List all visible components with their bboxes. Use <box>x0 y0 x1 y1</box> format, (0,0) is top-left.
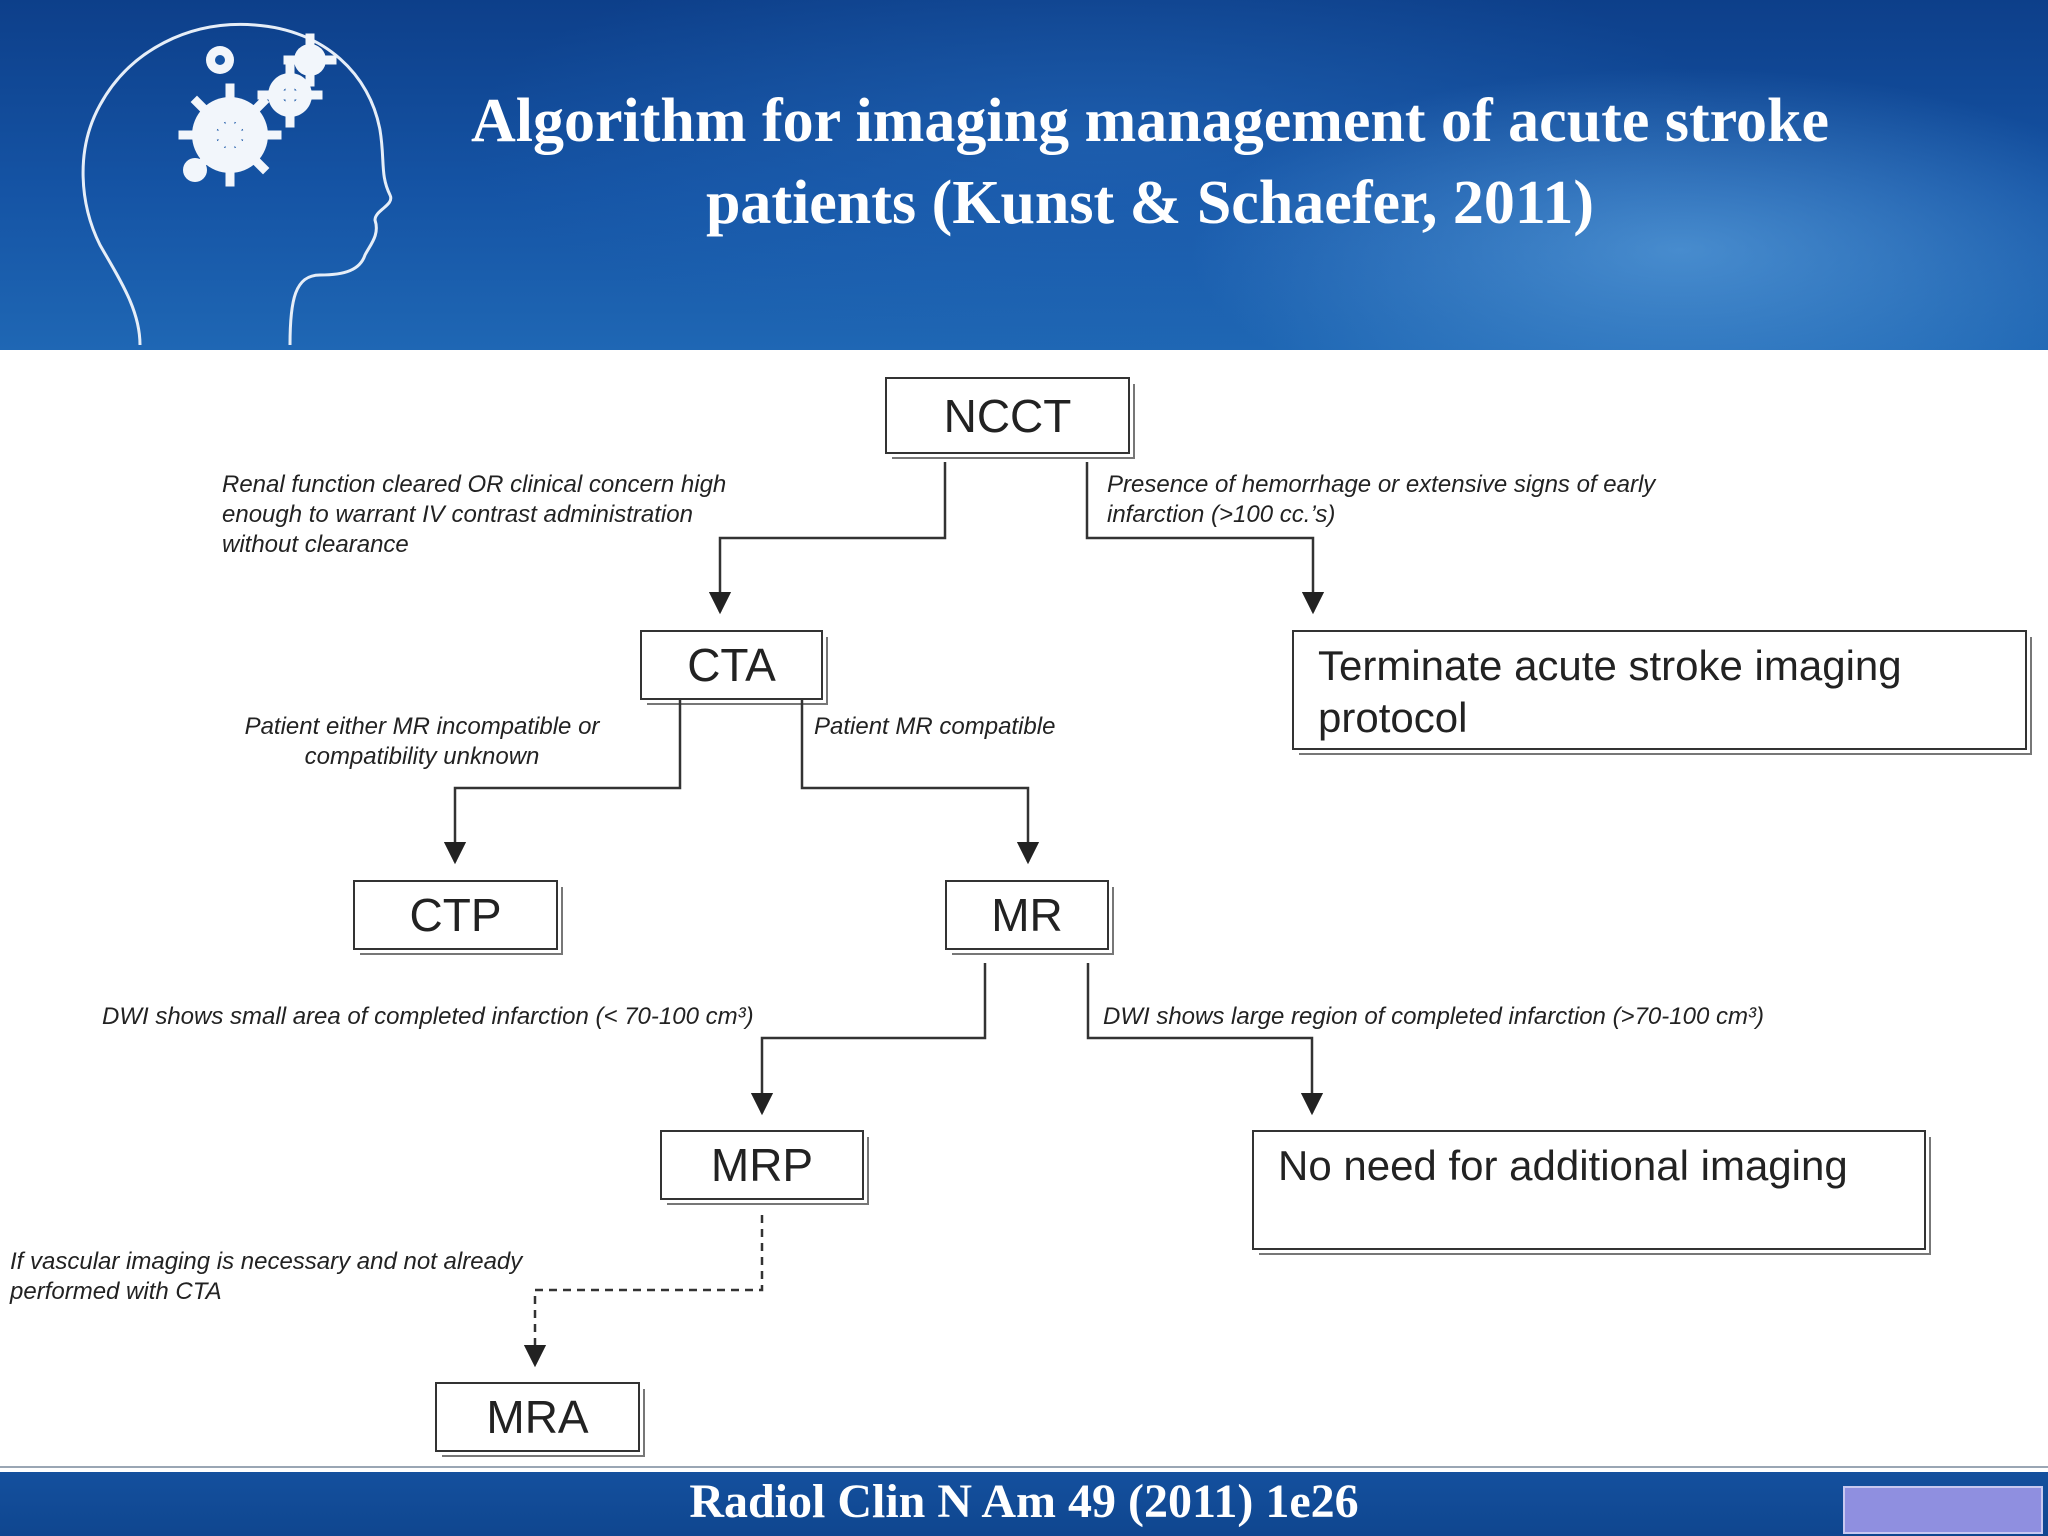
slide-title: Algorithm for imaging management of acut… <box>340 80 1960 244</box>
condition-line: Renal function cleared OR clinical conce… <box>222 471 727 498</box>
edge-ncct-to-terminate <box>1085 462 1325 615</box>
footer-divider <box>0 1466 2048 1468</box>
condition-line: without clearance <box>222 531 409 558</box>
condition-line: Patient either MR incompatible or <box>244 713 600 740</box>
edge-mr-to-mrp <box>750 963 987 1116</box>
condition-renal-function: Renal function cleared OR clinical conce… <box>222 470 726 560</box>
condition-line: If vascular imaging is necessary and not… <box>10 1248 523 1275</box>
edge-mrp-to-mra <box>523 1215 764 1368</box>
edge-cta-to-mr <box>800 700 1040 865</box>
node-ctp: CTP <box>353 880 563 955</box>
flowchart-connectors <box>443 462 1325 1368</box>
head-with-gears-icon <box>81 22 393 346</box>
node-no-need: No need for additional imaging <box>1252 1130 1931 1255</box>
condition-line: infarction (>100 cc.’s) <box>1107 501 1336 528</box>
condition-line: Presence of hemorrhage or extensive sign… <box>1107 471 1656 498</box>
condition-mr-compatible: Patient MR compatible <box>814 713 1056 740</box>
node-cta: CTA <box>640 630 828 705</box>
edge-ncct-to-cta <box>708 462 947 615</box>
title-line-2: patients (Kunst & Schaefer, 2011) <box>705 169 1595 237</box>
stroke-imaging-flowchart: NCCT CTA Terminate acute stroke imaging … <box>0 350 2048 1465</box>
slide-header: Algorithm for imaging management of acut… <box>0 0 2048 350</box>
condition-line: performed with CTA <box>10 1278 222 1305</box>
condition-vascular-imaging: If vascular imaging is necessary and not… <box>10 1247 522 1307</box>
footer-citation: Radiol Clin N Am 49 (2011) 1e26 <box>689 1475 1359 1528</box>
edge-cta-to-ctp <box>443 700 682 865</box>
edge-mr-to-no-need <box>1086 963 1324 1116</box>
next-slide-button[interactable] <box>1843 1486 2043 1534</box>
condition-mr-incompatible: Patient either MR incompatible or compat… <box>182 712 662 772</box>
condition-dwi-small: DWI shows small area of completed infarc… <box>102 1003 754 1030</box>
title-line-1: Algorithm for imaging management of acut… <box>470 87 1830 155</box>
condition-line: compatibility unknown <box>304 743 540 770</box>
slide-footer: Radiol Clin N Am 49 (2011) 1e26 <box>0 1472 2048 1536</box>
node-terminate: Terminate acute stroke imaging protocol <box>1292 630 2032 755</box>
condition-dwi-large: DWI shows large region of completed infa… <box>1103 1003 1764 1030</box>
node-ncct: NCCT <box>885 377 1135 459</box>
node-mrp: MRP <box>660 1130 869 1205</box>
node-mra: MRA <box>435 1382 645 1457</box>
node-mr: MR <box>945 880 1114 955</box>
condition-line: enough to warrant IV contrast administra… <box>222 501 693 528</box>
condition-hemorrhage: Presence of hemorrhage or extensive sign… <box>1107 470 1655 530</box>
